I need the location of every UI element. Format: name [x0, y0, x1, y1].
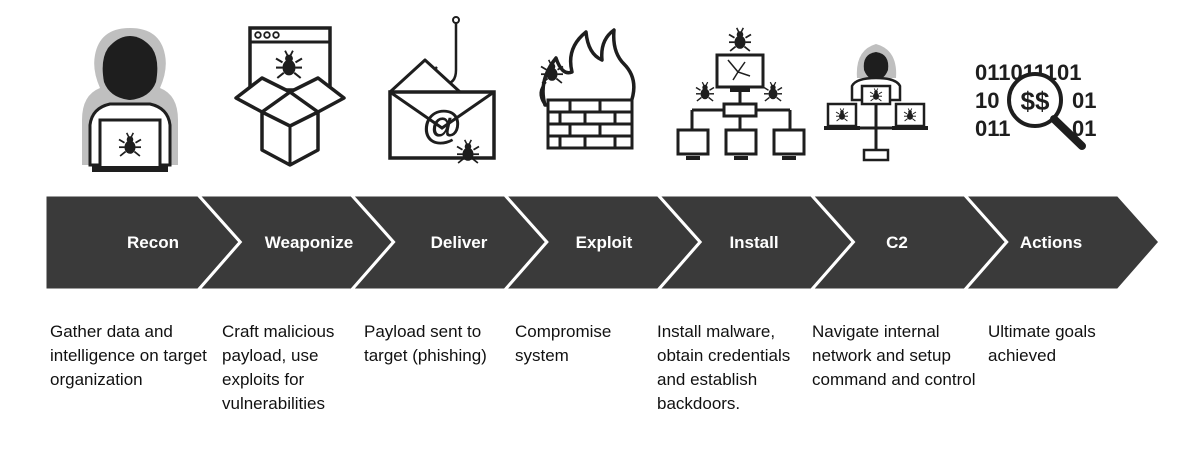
binary-dollar-magnifier-icon: 011011101 10 01 011 01 $$: [975, 60, 1096, 150]
stage-description-c2: Navigate internal network and setup comm…: [812, 322, 976, 389]
stage-label-recon: Recon: [127, 233, 179, 252]
binary-line-2b: 01: [1072, 88, 1096, 113]
infected-network-icon: [676, 27, 806, 160]
kill-chain-banner: Recon Weaponize Deliver Exploit Install C2 Act…: [43, 193, 1163, 292]
stage-description-install: Install malware, obtain credentials and …: [657, 322, 791, 413]
stage-label-install: Install: [729, 233, 778, 252]
svg-text:@: @: [422, 103, 461, 147]
hacker-command-control-icon: [824, 44, 928, 162]
stage-label-actions: Actions: [1020, 233, 1082, 252]
stage-description-actions: Ultimate goals achieved: [988, 322, 1096, 365]
binary-line-3a: 011: [975, 116, 1011, 141]
stage-label-exploit: Exploit: [576, 233, 633, 252]
chevron-actions: [961, 193, 1163, 292]
phishing-email-hook-icon: @: [388, 16, 496, 164]
stage-label-weaponize: Weaponize: [265, 233, 353, 252]
money-symbol: $$: [1021, 86, 1050, 116]
stage-description-weaponize: Craft malicious payload, use exploits fo…: [222, 322, 335, 413]
binary-line-2a: 10: [975, 88, 999, 113]
open-box-browser-bug-icon: [234, 26, 346, 167]
stage-description-deliver: Payload sent to target (phishing): [364, 322, 487, 365]
hooded-hacker-laptop-icon: [82, 28, 178, 172]
stage-description-recon: Gather data and intelligence on target o…: [50, 322, 207, 389]
stage-description-exploit: Compromise system: [515, 322, 612, 365]
stage-label-c2: C2: [886, 233, 908, 252]
icons-row: @: [82, 16, 1096, 172]
firewall-fire-bug-icon: [539, 28, 636, 150]
stage-label-deliver: Deliver: [431, 233, 488, 252]
